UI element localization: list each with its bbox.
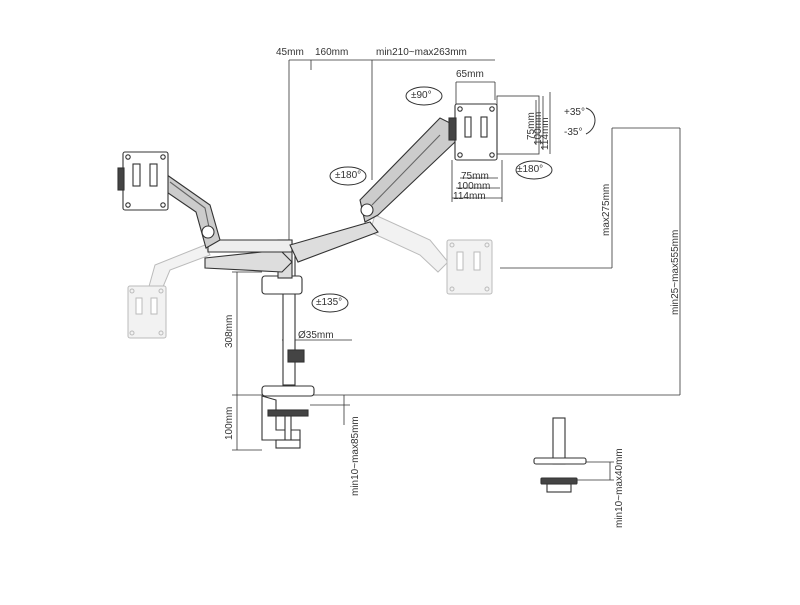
ghost-arm-right	[369, 214, 449, 273]
label-vesa-h-mid: 100mm	[457, 181, 491, 192]
monitor-mount	[117, 95, 540, 449]
vesa-plate-left	[122, 151, 169, 211]
tilt-arrow	[585, 107, 596, 135]
clamp-knob	[275, 439, 301, 449]
right-first-arm	[289, 221, 379, 263]
label-pole-offset: 45mm	[276, 47, 304, 58]
label-total-height: min25~max555mm	[670, 229, 681, 315]
label-first-arm: 160mm	[315, 47, 349, 58]
left-first-arm	[204, 249, 293, 273]
grommet-top-plate	[533, 457, 587, 465]
label-swivel-right: ±180°	[517, 164, 544, 175]
label-tilt-up: +35°	[564, 107, 585, 118]
vesa-outline	[496, 95, 540, 155]
vesa-plate-right	[454, 103, 498, 161]
label-clamp-height: 100mm	[224, 406, 235, 440]
grommet-knob	[546, 483, 572, 493]
c-clamp	[261, 395, 301, 441]
clamp-plate	[267, 409, 309, 417]
label-clamp-range: min10~max85mm	[350, 416, 361, 496]
label-pole-height: 308mm	[224, 314, 235, 348]
elbow-joint	[360, 203, 374, 217]
label-vesa-h-small: 75mm	[461, 171, 489, 182]
label-grommet-range: min10~max40mm	[614, 448, 625, 528]
right-gas-arm	[359, 117, 461, 223]
grommet-mount	[533, 417, 587, 493]
label-tilt-down: -35°	[564, 127, 583, 138]
ghost-vesa-left	[127, 285, 167, 339]
label-vesa-h-large: 114mm	[453, 191, 486, 202]
grommet-bottom-plate	[540, 477, 578, 485]
label-rotate: ±90°	[411, 90, 432, 101]
label-vesa-v-large: 114mm	[540, 117, 551, 150]
rotation-arrows	[311, 86, 596, 313]
pole-collar	[287, 349, 305, 363]
base-plate	[261, 385, 315, 397]
label-height-travel: max275mm	[601, 183, 612, 236]
label-pole-diameter: Ø35mm	[298, 330, 334, 341]
label-base-swivel: ±135°	[316, 297, 343, 308]
ghost-vesa-right	[446, 239, 493, 295]
dimension-lines	[232, 59, 681, 481]
label-vesa-offset: 65mm	[456, 69, 484, 80]
label-swivel-left: ±180°	[335, 170, 362, 181]
ghost-positions	[127, 214, 493, 339]
label-second-arm: min210~max263mm	[376, 47, 467, 58]
grommet-pole	[552, 417, 566, 465]
crossbar-hub	[261, 275, 303, 295]
